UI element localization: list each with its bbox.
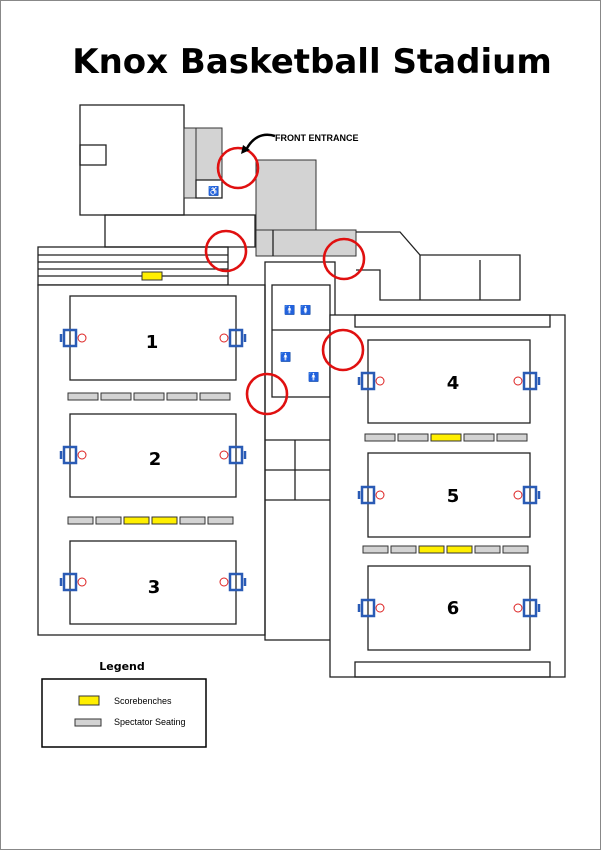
legend-swatch-seating [74, 718, 102, 727]
spectator-seating [207, 516, 234, 525]
front-entrance-marker [216, 146, 260, 190]
spectator-seating [496, 433, 528, 442]
spectator-seating [199, 392, 231, 401]
hoop-icon [357, 598, 385, 618]
entrance-marker [245, 372, 289, 416]
court-number: 6 [447, 598, 460, 619]
hoop-icon [513, 598, 541, 618]
court-3: 3 [69, 540, 237, 625]
hoop-icon [219, 445, 247, 465]
accessible-toilet-icon: ♿ [208, 185, 219, 196]
court-number: 5 [447, 486, 460, 507]
svg-text:🚹: 🚹 [280, 351, 291, 362]
entrance-markers [204, 146, 366, 416]
court-number: 4 [447, 373, 460, 394]
court-1: 1 [69, 295, 237, 381]
arrow-icon [244, 133, 276, 151]
svg-text:🚺: 🚺 [300, 304, 311, 315]
court-6: 6 [367, 565, 531, 651]
central-corridor [264, 261, 336, 641]
hoop-icon [219, 328, 247, 348]
spectator-seating [67, 392, 99, 401]
hoop-icon [59, 328, 87, 348]
court-number: 2 [149, 449, 162, 470]
spectator-seating [502, 545, 529, 554]
court-2: 2 [69, 413, 237, 498]
legend-swatch-scorebenches [78, 695, 100, 706]
hoop-icon [59, 445, 87, 465]
stair-steps [37, 246, 229, 286]
spectator-seating [390, 545, 417, 554]
hoop-icon [219, 572, 247, 592]
north-wing: ♿ [79, 104, 521, 301]
legend-heading: Legend [99, 660, 145, 673]
legend-box [41, 678, 207, 748]
entrance-marker [204, 229, 248, 273]
svg-text:🚹: 🚹 [308, 371, 319, 382]
court-number: 3 [148, 577, 161, 598]
hoop-icon [357, 485, 385, 505]
spectator-seating [397, 433, 429, 442]
svg-text:🚹: 🚹 [284, 304, 295, 315]
spectator-seating [362, 545, 389, 554]
legend-label: Scorebenches [114, 696, 172, 706]
service-rooms [265, 439, 330, 501]
court-5: 5 [367, 452, 531, 538]
spectator-seating [474, 545, 501, 554]
hoop-icon [59, 572, 87, 592]
scorebench [418, 545, 445, 554]
scorebench [141, 271, 163, 281]
spectator-seating [166, 392, 198, 401]
scorebench [123, 516, 150, 525]
spectator-seating [364, 433, 396, 442]
seating-rows [67, 392, 529, 554]
scorebench [446, 545, 473, 554]
hoop-icon [357, 371, 385, 391]
spectator-seating [95, 516, 122, 525]
entrance-marker [322, 237, 366, 281]
entrance-marker [321, 328, 365, 372]
page-title: Knox Basketball Stadium [72, 42, 552, 82]
spectator-seating [100, 392, 132, 401]
basketball-hoops [59, 328, 541, 618]
legend-label: Spectator Seating [114, 717, 186, 727]
court-4: 4 [367, 339, 531, 424]
front-entrance-label: FRONT ENTRANCE [275, 133, 359, 143]
hoop-icon [513, 485, 541, 505]
court-number: 1 [146, 332, 159, 353]
scorebench [430, 433, 462, 442]
hoop-icon [513, 371, 541, 391]
spectator-seating [67, 516, 94, 525]
spectator-seating [133, 392, 165, 401]
scorebench [151, 516, 178, 525]
spectator-seating [179, 516, 206, 525]
spectator-seating [463, 433, 495, 442]
